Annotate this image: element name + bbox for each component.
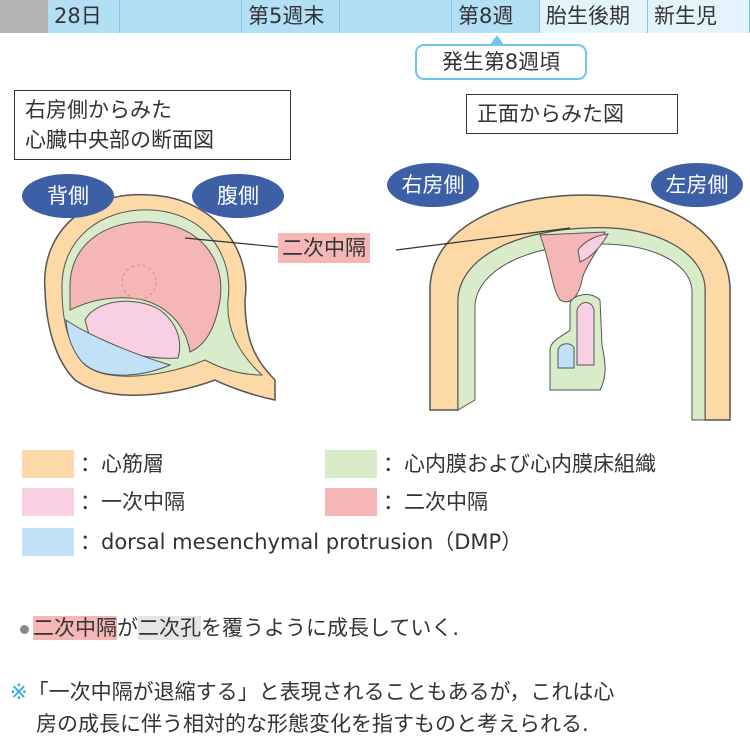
label-ventral: 腹側 <box>192 174 284 218</box>
timeline-gray <box>0 0 48 33</box>
legend-label: ：心筋層 <box>80 452 164 476</box>
left-panel-title: 右房側からみた 心臓中央部の断面図 <box>14 90 291 160</box>
timeline-newborn: 新生児 <box>648 0 750 33</box>
timeline-week8: 第8週 <box>452 0 540 33</box>
legend-label: ：二次中隔 <box>383 490 488 514</box>
note-line2: 房の成長に伴う相対的な形態変化を指すものと考えられる. <box>36 712 589 736</box>
legend-swatch-primary-septum <box>22 488 74 516</box>
legend-label: ：一次中隔 <box>80 490 185 514</box>
right-primary-septum-top <box>577 233 609 263</box>
legend-swatch-myocardium <box>22 450 74 478</box>
legend-swatch-endocardium <box>325 450 377 478</box>
highlight-ostium-secundum: 二次孔 <box>138 616 201 640</box>
note-mark: ※ <box>10 680 28 704</box>
left-secondary-septum <box>69 221 222 353</box>
timeline-label: 新生児 <box>654 4 717 28</box>
legend-swatch-secondary-septum <box>325 488 377 516</box>
text: を覆うように成長していく. <box>201 616 460 640</box>
right-dmp <box>557 343 575 369</box>
timeline-label: 胎生後期 <box>546 4 630 28</box>
week8-callout: 発生第8週頃 <box>415 44 587 80</box>
timeline-28d: 28日 <box>48 0 120 33</box>
text: が <box>117 616 138 640</box>
legend-label: ：dorsal mesenchymal protrusion（DMP） <box>80 530 523 554</box>
leader-left <box>184 237 279 248</box>
timeline-label: 第8週 <box>458 4 514 28</box>
ostium-secundum-dashed <box>121 264 157 300</box>
text: 「一次中隔が退縮する」と表現されることもあるが，これは心 <box>27 680 615 704</box>
label-dorsal: 背側 <box>22 174 114 218</box>
legend-label: ：心内膜および心内膜床組織 <box>383 452 656 476</box>
label-left-atrium: 左房側 <box>651 163 743 207</box>
leader-right <box>395 227 571 251</box>
right-panel-title: 正面からみた図 <box>466 94 678 134</box>
legend-swatch-dmp <box>22 528 74 556</box>
bullet-text: 二次中隔が二次孔を覆うように成長していく. <box>20 613 459 643</box>
timeline-week5: 第5週末 <box>242 0 340 33</box>
title-line: 右房側からみた <box>25 98 172 122</box>
timeline-gap2 <box>340 0 452 33</box>
timeline-bar: 28日 第5週末 第8週 胎生後期 新生児 <box>0 0 750 33</box>
timeline-gap1 <box>120 0 242 33</box>
callout-pointer <box>490 35 504 45</box>
label-right-atrium: 右房側 <box>387 163 479 207</box>
timeline-late-fetal: 胎生後期 <box>540 0 648 33</box>
bullet-dot <box>20 624 29 634</box>
timeline-label: 第5週末 <box>248 4 325 28</box>
right-primary-septum <box>576 302 595 366</box>
secondary-septum-label: 二次中隔 <box>278 233 370 263</box>
right-endocardium <box>457 227 706 421</box>
heart-diagrams <box>44 193 731 421</box>
note-line1: ※「一次中隔が退縮する」と表現されることもあるが，これは心 <box>10 677 614 707</box>
highlight-secondary-septum: 二次中隔 <box>33 616 117 640</box>
timeline-label: 28日 <box>54 4 102 28</box>
left-dmp <box>65 318 172 376</box>
title-line: 心臓中央部の断面図 <box>25 128 214 152</box>
